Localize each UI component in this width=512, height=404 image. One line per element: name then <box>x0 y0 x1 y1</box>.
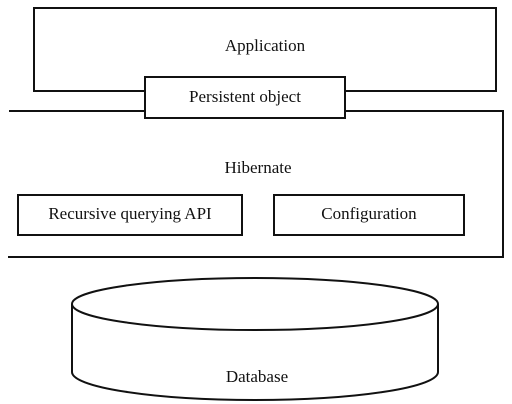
recursive-querying-api-label: Recursive querying API <box>48 204 212 223</box>
database-top <box>71 277 439 331</box>
persistent-object-box <box>144 76 346 119</box>
persistent-object-label: Persistent object <box>189 87 301 106</box>
configuration-box <box>273 194 465 236</box>
hibernate-label: Hibernate <box>224 158 292 177</box>
application-label: Application <box>224 36 306 55</box>
recursive-querying-api-box <box>17 194 243 236</box>
configuration-label: Configuration <box>321 204 417 223</box>
database-label: Database <box>225 367 289 386</box>
